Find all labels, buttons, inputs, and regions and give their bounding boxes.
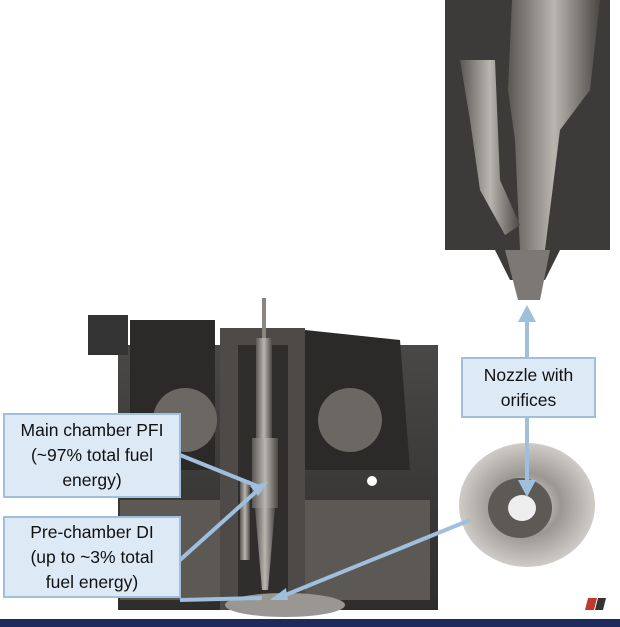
nozzle-line-1: Nozzle with bbox=[483, 364, 574, 385]
arrowhead-icon bbox=[250, 482, 268, 496]
nozzle-closeup bbox=[445, 0, 610, 300]
nozzle-label: Nozzle with orifices bbox=[461, 357, 596, 418]
bottom-bar bbox=[0, 619, 620, 627]
main-chamber-line-2: (~97% total fuel bbox=[30, 445, 154, 465]
main-chamber-label: Main chamber PFI (~97% total fuel energy… bbox=[3, 413, 181, 498]
main-chamber-line-1: Main chamber PFI bbox=[20, 420, 164, 440]
pre-chamber-line-1: Pre-chamber DI bbox=[30, 521, 154, 542]
arrow-main-chamber bbox=[179, 453, 263, 490]
main-chamber-line-3: energy) bbox=[62, 470, 122, 490]
f1-logo bbox=[585, 597, 607, 611]
nozzle-end-view bbox=[459, 443, 595, 567]
arrow-pre-chamber bbox=[178, 488, 260, 562]
pre-chamber-line-3: fuel energy) bbox=[45, 571, 139, 592]
nozzle-line-2: orifices bbox=[500, 389, 557, 410]
pre-chamber-line-2: (up to ~3% total bbox=[30, 546, 154, 567]
callout-arrows bbox=[178, 305, 536, 602]
f1-logo-icon bbox=[585, 598, 606, 610]
arrowhead-icon bbox=[518, 305, 536, 322]
arrowhead-icon bbox=[270, 588, 288, 600]
arrowhead-icon bbox=[518, 480, 536, 497]
pre-chamber-label: Pre-chamber DI (up to ~3% total fuel ene… bbox=[3, 516, 181, 598]
